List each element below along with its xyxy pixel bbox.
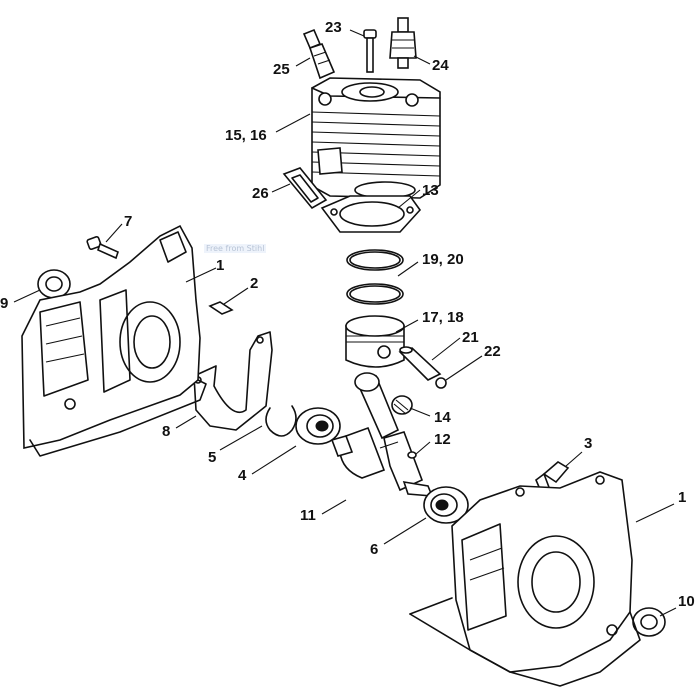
callout-19-20: 19, 20 (422, 251, 464, 268)
callout-4: 4 (238, 467, 247, 484)
cylinder-gasket (320, 195, 422, 233)
callout-1-left: 1 (216, 257, 225, 274)
callout-25: 25 (273, 61, 290, 78)
callout-5: 5 (208, 449, 217, 466)
piston-pin (398, 346, 442, 381)
callout-2: 2 (250, 275, 259, 292)
callout-1-right: 1 (678, 489, 687, 506)
callout-26: 26 (252, 185, 269, 202)
callout-6: 6 (370, 541, 379, 558)
leader-lines (13, 29, 677, 617)
callout-13: 13 (422, 182, 439, 199)
piston (345, 315, 405, 368)
spark-plug (389, 17, 417, 69)
circlip (435, 377, 447, 389)
oil-seal-left (37, 269, 71, 299)
snap-ring (265, 405, 297, 437)
crankcase-gasket (193, 331, 273, 431)
callout-3: 3 (584, 435, 593, 452)
bolt (363, 29, 377, 73)
callout-21: 21 (462, 329, 479, 346)
callout-7: 7 (124, 213, 133, 230)
callout-8: 8 (162, 423, 171, 440)
callout-14: 14 (434, 409, 451, 426)
piston-rings (346, 249, 404, 305)
needle-bearing (391, 395, 413, 415)
callout-22: 22 (484, 343, 501, 360)
callout-24: 24 (432, 57, 449, 74)
crankshaft (330, 372, 434, 497)
gasket-small (282, 167, 328, 210)
screw-7 (86, 236, 119, 260)
decompression-valve (302, 28, 336, 80)
callout-9: 9 (0, 295, 9, 312)
callout-15-16: 15, 16 (225, 127, 267, 144)
cylinder (311, 77, 441, 199)
callout-11: 11 (300, 507, 316, 524)
dowel-pin (208, 301, 234, 315)
callout-10: 10 (678, 593, 695, 610)
woodruff-key (407, 451, 417, 459)
callout-23: 23 (325, 19, 342, 36)
bearing-left (295, 407, 341, 445)
callout-17-18: 17, 18 (422, 309, 464, 326)
watermark-text: Free from Stihl (204, 244, 267, 253)
bearing-right (423, 486, 469, 524)
crankcase-left (21, 224, 207, 457)
crankcase-right (409, 471, 641, 687)
callout-12: 12 (434, 431, 451, 448)
